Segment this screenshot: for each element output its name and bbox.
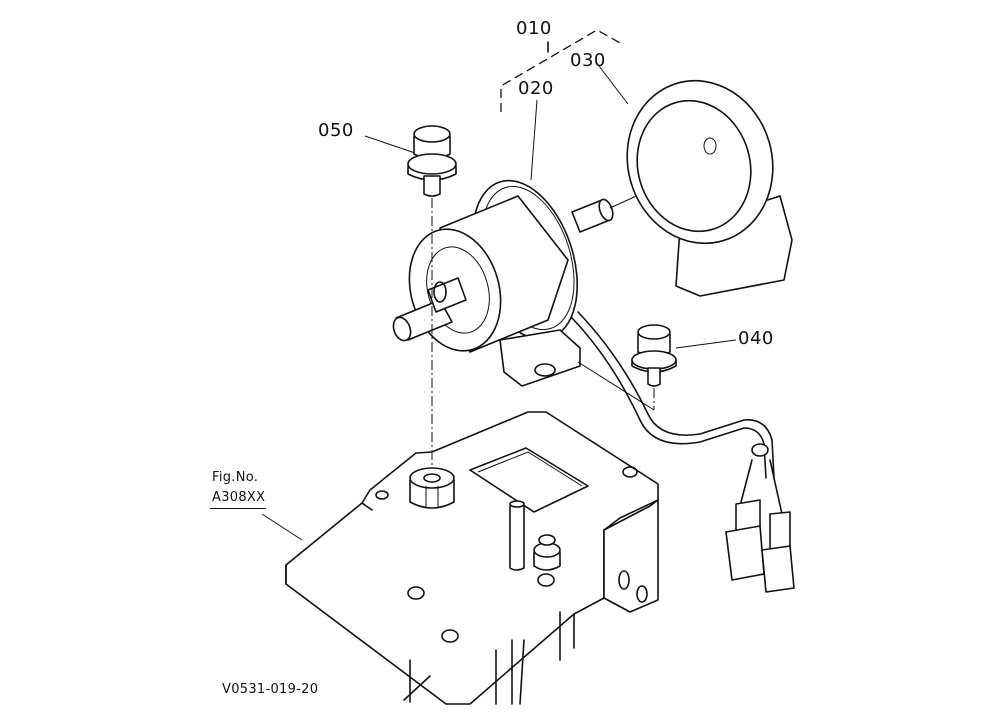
mounting-plate [285, 411, 659, 705]
figure-ref-line2: A308XX [212, 490, 266, 505]
callout-050: 050 [318, 120, 354, 141]
rubber-cover [626, 79, 793, 297]
bolt-040 [577, 324, 677, 411]
bolt-050 [407, 125, 457, 468]
plate-nut [409, 467, 455, 509]
leader-lines [261, 29, 737, 541]
callout-040: 040 [738, 328, 774, 349]
drawing-code: V0531-019-20 [222, 682, 319, 697]
figure-ref-underline [210, 508, 266, 509]
locating-pin [509, 500, 561, 571]
callout-010: 010 [516, 18, 552, 39]
figure-ref-line1: Fig.No. [212, 470, 259, 485]
callout-020: 020 [518, 78, 554, 99]
wire-connectors [725, 499, 795, 593]
callout-030: 030 [570, 50, 606, 71]
